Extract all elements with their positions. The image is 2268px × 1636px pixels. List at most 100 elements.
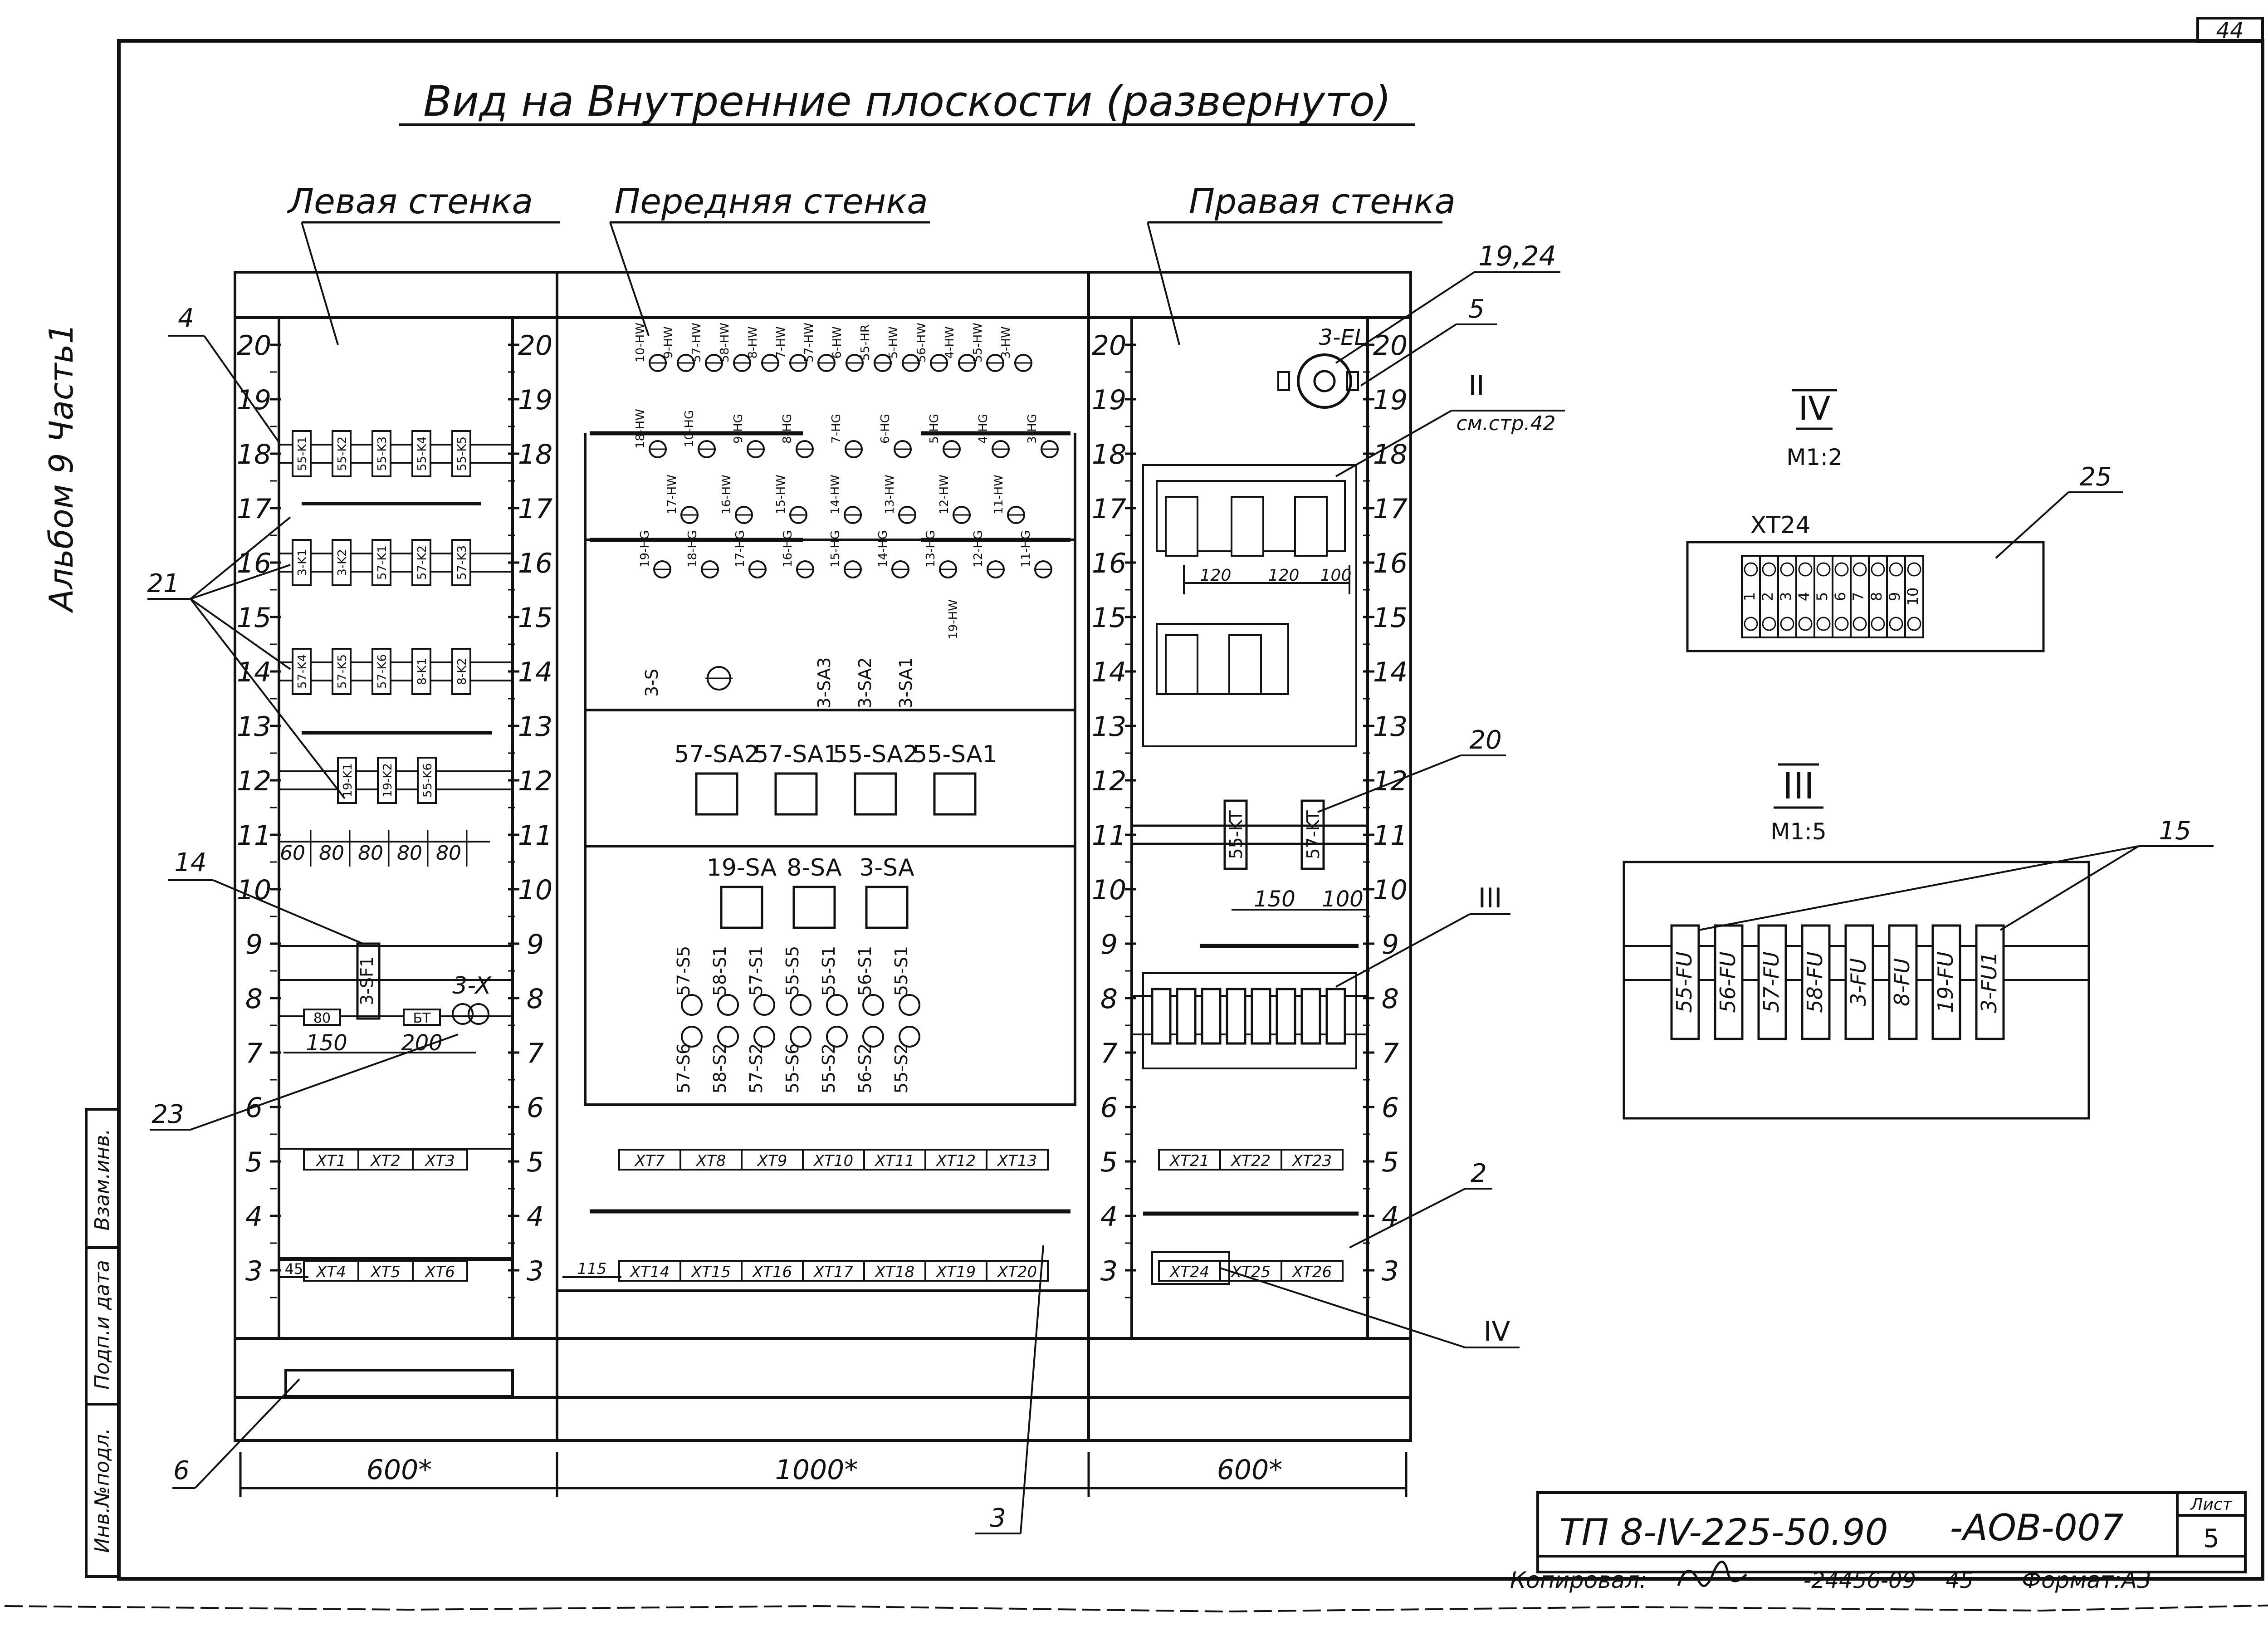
lamp-label: 14-HW — [829, 475, 842, 514]
terminal-cell — [1904, 555, 1924, 638]
fuse-label: 19-FU — [1933, 951, 1958, 1013]
fuse-label: 3-FU — [1846, 958, 1871, 1006]
detail-iii-scale: М1:5 — [1770, 818, 1827, 845]
lamp-label: 9-HW — [662, 326, 675, 358]
relay-label: 57-K2 — [415, 545, 429, 580]
lamp-label: 15-HG — [829, 530, 842, 568]
relay-8-K1 — [411, 648, 431, 695]
sheet-bottom-edge — [4, 1604, 2268, 1613]
lamp-label: 11-HG — [1019, 530, 1033, 568]
lamp-label: 13-HG — [924, 530, 938, 568]
scale-number: 10 — [237, 874, 271, 906]
relay-57-K6 — [371, 648, 391, 695]
terminal-XT6 — [412, 1260, 468, 1282]
scale-number: 6 — [1382, 1092, 1399, 1124]
title-suffix: -АОВ-007 — [1950, 1507, 2123, 1549]
fuse-3-FU1 — [1975, 924, 2005, 1040]
scale-number: 9 — [527, 929, 544, 960]
lamp-label: 19-HG — [638, 530, 652, 568]
scale-number: 7 — [1382, 1038, 1399, 1069]
dim-value: 80 — [397, 842, 422, 865]
fuse-19-FU — [1931, 924, 1961, 1040]
callout-4: 4 — [178, 304, 194, 333]
terminal-label: XT11 — [874, 1152, 914, 1170]
breaker-3-SF1 — [356, 942, 381, 1020]
button-label: 55-S2 — [819, 1043, 839, 1093]
lamp-label: 9-HG — [732, 414, 745, 444]
terminal-screw — [1834, 617, 1849, 631]
scale-number: 19 — [1092, 384, 1126, 416]
lamp-label: 56-HW — [915, 323, 929, 362]
scale-number: 11 — [1373, 820, 1408, 852]
side-note: Альбом 9 Часть1 — [42, 323, 80, 613]
scale-number: 18 — [1373, 439, 1408, 470]
switch-19-SA — [720, 886, 763, 929]
terminal-screw — [1762, 562, 1776, 577]
lamp-label: 3-HG — [1026, 414, 1039, 444]
relay-55-KT: 55-KT — [1226, 810, 1246, 859]
scale-number: 10 — [1373, 874, 1408, 906]
terminal-XT11 — [863, 1149, 926, 1171]
relay-55-K2 — [332, 430, 352, 477]
relay-label: 19-K2 — [381, 763, 395, 798]
dim-right-width: 600* — [1217, 1454, 1283, 1486]
scale-number: 16 — [518, 548, 552, 579]
terminal-number: 9 — [1886, 592, 1903, 601]
scale-number: 12 — [1092, 765, 1126, 797]
terminal-label: XT9 — [757, 1152, 787, 1170]
scale-number: 15 — [518, 602, 552, 634]
button — [899, 1026, 920, 1048]
socket-3-X-a — [452, 1003, 474, 1025]
switch-label: 3-S — [642, 669, 662, 697]
terminal-screw — [1744, 617, 1758, 631]
scale-number: 14 — [518, 656, 552, 688]
scale-number: 12 — [237, 765, 271, 797]
button — [862, 1026, 884, 1048]
fuse-label: 8-FU — [1890, 958, 1914, 1006]
lamp-label: 55-HW — [971, 323, 985, 362]
relay-55-K3 — [371, 430, 391, 477]
scale-number: 10 — [1092, 874, 1126, 906]
lamp-label: 18-HG — [686, 530, 699, 568]
lamp-3-EL — [1277, 353, 1359, 409]
scale-number: 3 — [1100, 1255, 1118, 1287]
terminal-number: 4 — [1795, 592, 1813, 601]
callout-IV: IV — [1484, 1316, 1510, 1347]
scale-number: 20 — [1092, 330, 1126, 362]
fuse-3-FU — [1844, 924, 1874, 1040]
button — [790, 994, 811, 1016]
terminal-label: XT17 — [813, 1263, 854, 1281]
scale-number: 9 — [1382, 929, 1399, 960]
outer-frame — [117, 39, 2264, 1581]
terminal-screw — [1798, 562, 1813, 577]
terminal-label: XT7 — [634, 1152, 665, 1170]
time-relays — [1132, 799, 1368, 870]
lamp-label: 17-HW — [665, 475, 679, 514]
relay-label: 57-K4 — [296, 654, 309, 689]
scale-number: 15 — [1092, 602, 1126, 634]
lamp-label: 3-EL — [1319, 325, 1367, 350]
terminal-XT21 — [1158, 1149, 1221, 1171]
lamp-label: 12-HG — [972, 530, 985, 568]
title-code: ТП 8-IV-225-50.90 — [1559, 1511, 1888, 1553]
dim-115: 115 — [577, 1260, 607, 1278]
scale-number: 16 — [237, 548, 271, 579]
terminal-label: XT6 — [424, 1263, 455, 1281]
relay-55-K6 — [417, 757, 437, 804]
terminal-screw — [1907, 617, 1921, 631]
lamp-label: 11-HW — [992, 475, 1006, 514]
terminal-number: 7 — [1850, 592, 1867, 601]
scale-number: 8 — [527, 983, 544, 1015]
button-label: 56-S1 — [855, 946, 875, 996]
terminal-label: XT24 — [1169, 1263, 1209, 1281]
switch-label: 55-SA2 — [833, 741, 918, 768]
fuse — [1151, 988, 1172, 1045]
terminal-number: 2 — [1759, 592, 1776, 601]
lamp-label: 6-HG — [879, 414, 892, 444]
terminal-XT26 — [1281, 1260, 1344, 1282]
